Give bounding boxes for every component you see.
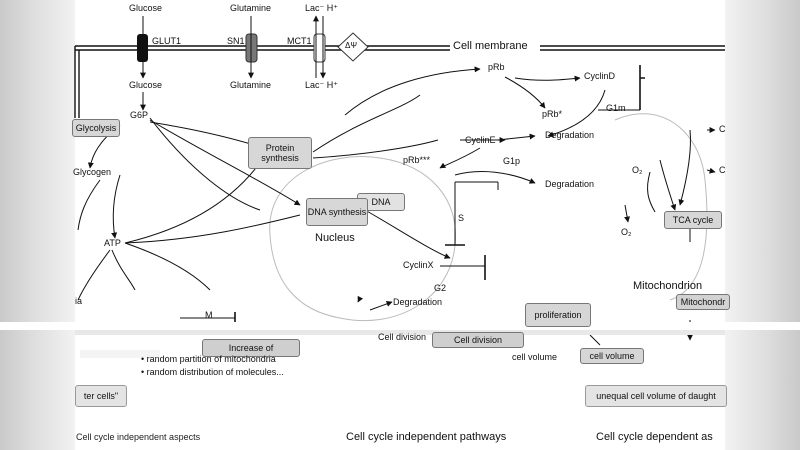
o2-bottom-label: O₂ xyxy=(621,227,632,237)
degradation-2-label: Degradation xyxy=(545,179,595,189)
m-phase-label: M xyxy=(205,310,213,320)
glutamine-outside-label: Glutamine xyxy=(230,3,272,13)
lactate-inside-label: Lac⁻ H⁺ xyxy=(305,80,339,90)
cell-division-label: Cell division xyxy=(378,332,427,342)
artifact-band-2 xyxy=(75,330,725,335)
left-edge-partial-label: ia xyxy=(75,296,83,306)
prb-triple-star-label: pRb*** xyxy=(403,155,431,165)
mct1-label: MCT1 xyxy=(287,36,312,46)
tca-cycle-node: TCA cycle xyxy=(664,211,722,229)
o2-top-label: O₂ xyxy=(632,165,643,175)
degradation-1-label: Degradation xyxy=(545,130,595,140)
bullet-random-distribution: • random distribution of molecules... xyxy=(141,367,284,377)
s-phase-label: S xyxy=(458,213,465,223)
delta-psi-label: ΔΨ xyxy=(345,41,358,50)
delta-psi-diamond xyxy=(337,32,369,62)
right-edge-label-2: C xyxy=(719,165,726,175)
cyclin-d-label: CyclinD xyxy=(584,71,616,81)
glucose-inside-label: Glucose xyxy=(129,80,163,90)
glutamine-inside-label: Glutamine xyxy=(230,80,272,90)
glycogen-label: Glycogen xyxy=(73,167,112,177)
bullet-random-partition: • random partition of mitochondria xyxy=(141,354,276,364)
prb-star-label: pRb* xyxy=(542,109,563,119)
unequal-volume-node: unequal cell volume of daught xyxy=(585,385,727,407)
g1p-label: G1p xyxy=(503,156,521,166)
cell-volume-label: cell volume xyxy=(512,352,558,362)
increase-of-node: Increase of xyxy=(202,339,300,357)
mitochondrion-label: Mitochondrion xyxy=(633,280,703,292)
footer-right-label: Cell cycle dependent as xyxy=(596,431,713,443)
lactate-outside-label: Lac⁻ H⁺ xyxy=(305,3,339,13)
footer-mid-label: Cell cycle independent pathways xyxy=(346,431,507,443)
right-edge-label-1: C xyxy=(719,124,726,134)
protein-synthesis-node: Protein synthesis xyxy=(248,137,312,169)
g6p-label: G6P xyxy=(130,110,149,120)
artifact-band-3 xyxy=(80,350,160,358)
sn1-label: SN1 xyxy=(227,36,245,46)
right-blur-margin xyxy=(725,0,800,450)
dna-synthesis-node: DNA synthesis xyxy=(306,198,368,226)
footer-left-label: Cell cycle independent aspects xyxy=(76,432,201,442)
cell-membrane-label: Cell membrane xyxy=(453,40,528,52)
g2-phase-label: G2 xyxy=(434,283,447,293)
artifact-band-1 xyxy=(0,322,800,330)
prb-label: pRb xyxy=(488,62,505,72)
glycolysis-node: Glycolysis xyxy=(72,119,120,137)
cyclin-x-label: CyclinX xyxy=(403,260,434,270)
mct1-transporter xyxy=(313,33,326,63)
daughter-cells-node: ter cells" xyxy=(75,385,127,407)
degradation-3-label: Degradation xyxy=(393,297,443,307)
cell-volume-ghost-node: cell volume xyxy=(580,348,644,364)
left-blur-margin xyxy=(0,0,75,450)
glucose-outside-label: Glucose xyxy=(129,3,163,13)
mitochondria-partial-node: Mitochondr xyxy=(676,294,730,310)
cyclin-e-label: CyclinE xyxy=(465,135,496,145)
nucleus-label: Nucleus xyxy=(315,232,355,244)
cell-division-ghost-node: Cell division xyxy=(432,332,524,348)
proliferation-node: proliferation xyxy=(525,303,591,327)
atp-label: ATP xyxy=(104,238,121,248)
glut1-label: GLUT1 xyxy=(152,36,182,46)
g1m-label: G1m xyxy=(606,103,626,113)
